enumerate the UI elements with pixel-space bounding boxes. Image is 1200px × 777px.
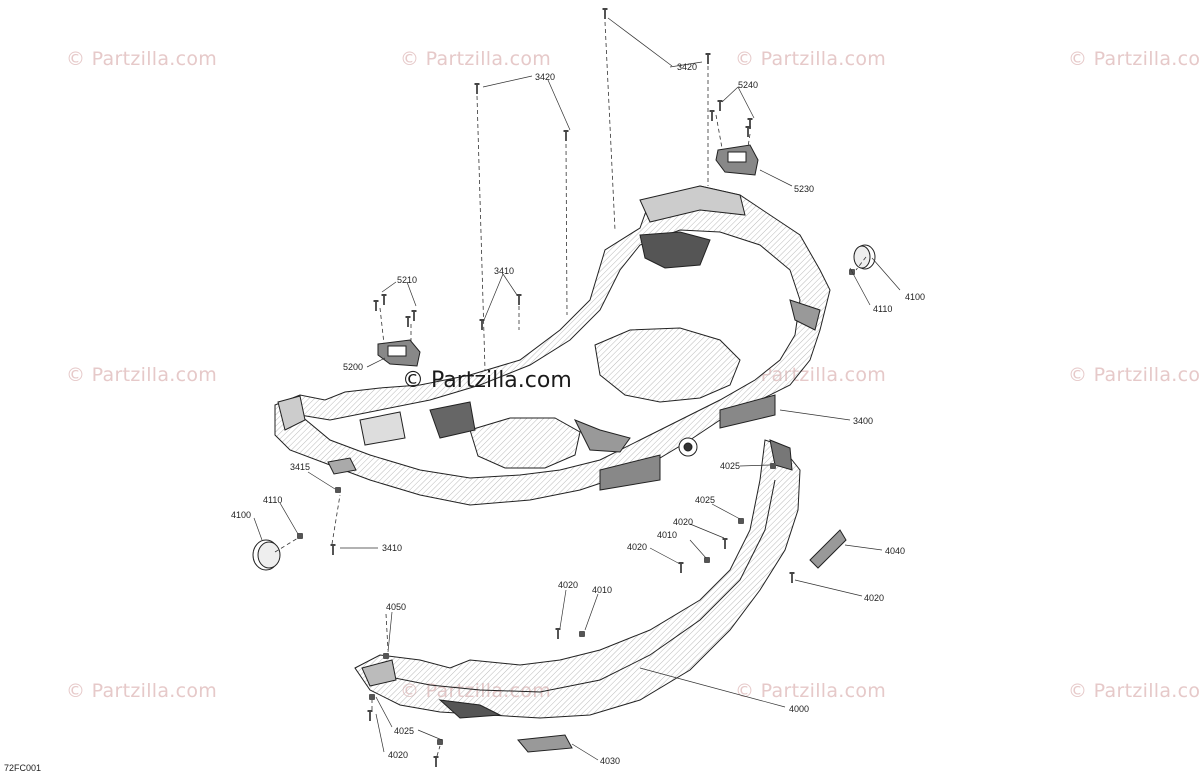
callout-3420: 3420	[677, 62, 698, 72]
bracket-5230	[715, 144, 759, 176]
callout-4025: 4025	[394, 726, 415, 736]
callout-4010: 4010	[592, 585, 613, 595]
watermark: © Partzilla.com	[735, 680, 887, 702]
callout-4020: 4020	[558, 580, 579, 590]
insert-4040	[809, 529, 847, 569]
callout-4020: 4020	[864, 593, 885, 603]
tab-3415	[327, 457, 357, 475]
alignment-lines	[274, 21, 867, 757]
insert-4030	[517, 734, 573, 753]
callout-5210: 5210	[397, 275, 418, 285]
watermark: © Partzilla.com	[735, 48, 887, 70]
callout-3410: 3410	[494, 266, 515, 276]
callout-4100: 4100	[231, 510, 252, 520]
figure-code: 72FC001	[4, 763, 42, 773]
watermark: © Partzilla.com	[1068, 680, 1200, 702]
callout-4020: 4020	[627, 542, 648, 552]
watermark: © Partzilla.com	[400, 48, 552, 70]
callout-3415: 3415	[290, 462, 311, 472]
watermark: © Partzilla.com	[1068, 48, 1200, 70]
callout-4025: 4025	[720, 461, 741, 471]
watermark: © Partzilla.com	[66, 364, 218, 386]
callout-3410: 3410	[382, 543, 403, 553]
callout-5230: 5230	[794, 184, 815, 194]
callout-4050: 4050	[386, 602, 407, 612]
callout-4020: 4020	[388, 750, 409, 760]
watermark: © Partzilla.com	[66, 680, 218, 702]
plug-4100-left	[252, 539, 281, 571]
callout-4040: 4040	[885, 546, 906, 556]
bumper-4000	[354, 439, 801, 719]
callout-3400: 3400	[853, 416, 874, 426]
callout-4000: 4000	[789, 704, 810, 714]
bracket-5200	[377, 339, 421, 367]
plug-4100-right	[853, 244, 876, 270]
callout-5240: 5240	[738, 80, 759, 90]
callout-4010: 4010	[657, 530, 678, 540]
watermark-center: © Partzilla.com	[402, 368, 572, 393]
callout-4030: 4030	[600, 756, 621, 766]
frame-3400	[274, 185, 831, 506]
leader-lines	[253, 17, 901, 761]
callout-4025: 4025	[695, 495, 716, 505]
watermark: © Partzilla.com	[1068, 364, 1200, 386]
callout-4110: 4110	[873, 304, 893, 314]
callout-4020: 4020	[673, 517, 694, 527]
callout-3420: 3420	[535, 72, 556, 82]
callout-5200: 5200	[343, 362, 364, 372]
watermark: © Partzilla.com	[66, 48, 218, 70]
callout-4110: 4110	[263, 495, 283, 505]
callout-4100: 4100	[905, 292, 926, 302]
